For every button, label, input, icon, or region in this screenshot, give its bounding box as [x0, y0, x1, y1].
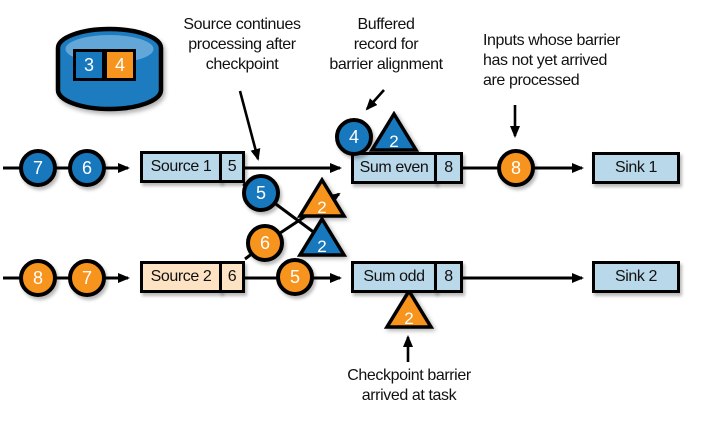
barrier-arrived-at-sum-even-icon: 2 — [369, 111, 419, 152]
barrier-arrived-at-sum-even-value: 2 — [389, 132, 398, 151]
buffered-record-arrow — [365, 89, 385, 111]
barrier-arrived-at-sum-odd-value: 2 — [404, 309, 413, 328]
sink1-task-box: Sink 1 — [592, 152, 680, 184]
stream2-record-8: 8 — [19, 259, 57, 297]
barrier-to-sum-even-value: 2 — [317, 198, 326, 217]
barrier-arrived-at-sum-odd-icon: 2 — [384, 288, 434, 329]
record-inflight-to-sum-odd: 5 — [276, 258, 314, 296]
barrier-to-sum-even-icon: 2 — [297, 177, 347, 218]
annotation-inputs-processed: Inputs whose barrier has not yet arrived… — [483, 32, 620, 89]
state-snapshot-even: 3 — [73, 49, 105, 81]
record-to-sum-odd: 5 — [242, 174, 280, 212]
source-continues-arrow — [238, 90, 261, 161]
sum-odd-task-box: Sum odd — [351, 261, 437, 293]
annotation-barrier-arrived: Checkpoint barrier arrived at task — [347, 367, 471, 404]
barrier-to-sum-odd-value: 2 — [317, 237, 326, 256]
sum-even-task-box: Sum even — [351, 152, 437, 184]
stream1-record-7: 7 — [19, 149, 57, 187]
sum-even-buffer-box: 8 — [434, 152, 463, 184]
source2-buffer-box: 6 — [219, 261, 245, 293]
sum-odd-buffer-box: 8 — [434, 261, 463, 293]
annotation-source-continues: Source continues processing after checkp… — [183, 16, 301, 73]
sink2-task-box: Sink 2 — [592, 261, 680, 293]
record-to-sum-even: 6 — [246, 224, 284, 262]
source2-task-box: Source 2 — [140, 261, 222, 293]
buffered-record-at-sum-even: 4 — [335, 118, 373, 156]
stream2-record-7: 7 — [68, 259, 106, 297]
record-output-to-sink1: 8 — [497, 149, 535, 187]
stream1-record-6: 6 — [68, 149, 106, 187]
source1-task-box: Source 1 — [140, 151, 222, 183]
annotation-buffered-record: Buffered record for barrier alignment — [329, 16, 443, 73]
barrier-to-sum-odd-icon: 2 — [297, 216, 347, 257]
source1-buffer-box: 5 — [219, 151, 245, 183]
state-snapshot-odd: 4 — [104, 49, 136, 81]
